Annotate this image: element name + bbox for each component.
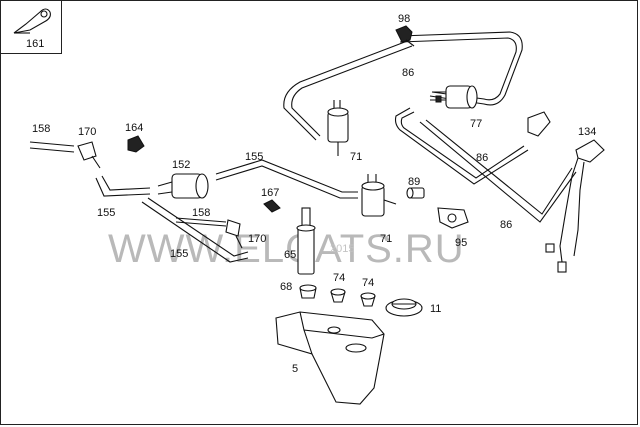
pump-152[interactable]: [157, 173, 209, 199]
label-158-center: 158: [192, 207, 210, 219]
label-167: 167: [261, 187, 279, 199]
label-155-lower: 155: [170, 248, 188, 260]
label-74-left: 74: [333, 272, 345, 284]
label-65: 65: [284, 249, 296, 261]
label-68: 68: [280, 281, 292, 293]
clip-167[interactable]: [263, 199, 281, 213]
hose-155-center[interactable]: [215, 159, 358, 199]
clip-98[interactable]: [395, 25, 415, 47]
watermark-year: 2015: [330, 243, 354, 255]
label-95: 95: [455, 237, 467, 249]
valve-170-center[interactable]: [225, 219, 243, 249]
label-152: 152: [172, 159, 190, 171]
sensor-65[interactable]: [296, 207, 316, 275]
pump-71-upper[interactable]: [327, 100, 349, 156]
label-86-upper: 86: [402, 67, 414, 79]
watermark-text: WWW.ELCATS.RU: [108, 227, 465, 271]
label-5: 5: [292, 363, 298, 375]
label-77: 77: [470, 118, 482, 130]
inset-box-161: [1, 1, 62, 54]
label-170-left: 170: [78, 126, 96, 138]
label-155-left: 155: [97, 207, 115, 219]
plug-89[interactable]: [406, 187, 425, 199]
label-71-upper: 71: [350, 151, 362, 163]
label-71-lower: 71: [380, 233, 392, 245]
hose-158-center[interactable]: [175, 217, 227, 227]
grommet-74-right[interactable]: [360, 292, 376, 307]
label-86-right: 86: [476, 152, 488, 164]
nozzle-134[interactable]: [545, 139, 605, 273]
label-89: 89: [408, 176, 420, 188]
holder-95[interactable]: [437, 207, 469, 229]
hose-158-left[interactable]: [29, 141, 75, 153]
pump-77[interactable]: [430, 85, 478, 109]
hose-155-left[interactable]: [95, 175, 249, 263]
label-11: 11: [430, 303, 441, 315]
label-155-center: 155: [245, 151, 263, 163]
hose-86-right[interactable]: [394, 107, 577, 223]
grommet-68[interactable]: [299, 284, 317, 299]
nozzle-right-upper[interactable]: [527, 111, 551, 137]
clip-161[interactable]: [13, 8, 51, 34]
label-170-center: 170: [248, 233, 266, 245]
hose-86-upper[interactable]: [283, 31, 523, 141]
label-164: 164: [125, 122, 143, 134]
label-161: 161: [26, 38, 44, 50]
label-134: 134: [578, 126, 596, 138]
label-86-lower: 86: [500, 219, 512, 231]
label-98: 98: [398, 13, 410, 25]
pump-71-lower[interactable]: [361, 174, 397, 217]
grommet-74-left[interactable]: [330, 288, 346, 303]
cap-11[interactable]: [385, 298, 423, 317]
reservoir-5[interactable]: [275, 311, 385, 405]
label-74-right: 74: [362, 277, 374, 289]
label-158-left: 158: [32, 123, 50, 135]
valve-170-left[interactable]: [77, 141, 101, 169]
clamp-164[interactable]: [127, 135, 145, 153]
